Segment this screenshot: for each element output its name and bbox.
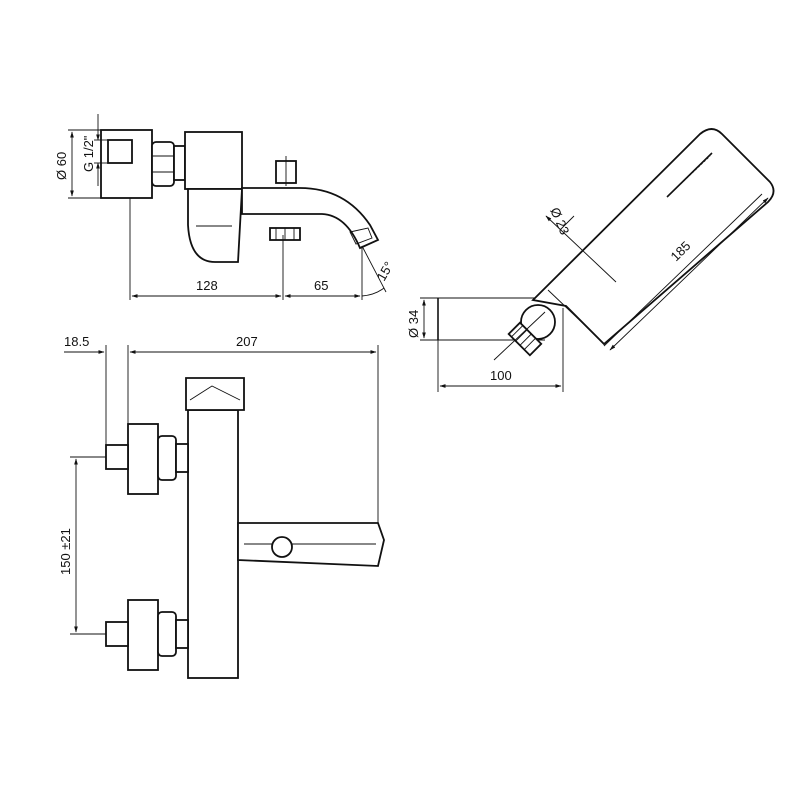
dim-65: 65: [314, 278, 328, 293]
dim-diameter-34: Ø 34: [406, 310, 421, 338]
dim-diameter-60: Ø 60: [54, 152, 69, 180]
dim-207: 207: [236, 334, 258, 349]
side-view: Ø 60 G 1/2" 128 65 15°: [54, 114, 396, 300]
dim-100: 100: [490, 368, 512, 383]
dim-thread-g12: G 1/2": [81, 135, 96, 172]
front-view: 18.5 207 150 ±21: [58, 334, 385, 679]
dim-150-centers: 150 ±21: [58, 528, 73, 575]
dim-128: 128: [196, 278, 218, 293]
dim-18-5: 18.5: [64, 334, 89, 349]
dim-angle-15: 15°: [374, 259, 397, 284]
shower-view: Ø 23 185 Ø 34 100: [406, 128, 775, 392]
